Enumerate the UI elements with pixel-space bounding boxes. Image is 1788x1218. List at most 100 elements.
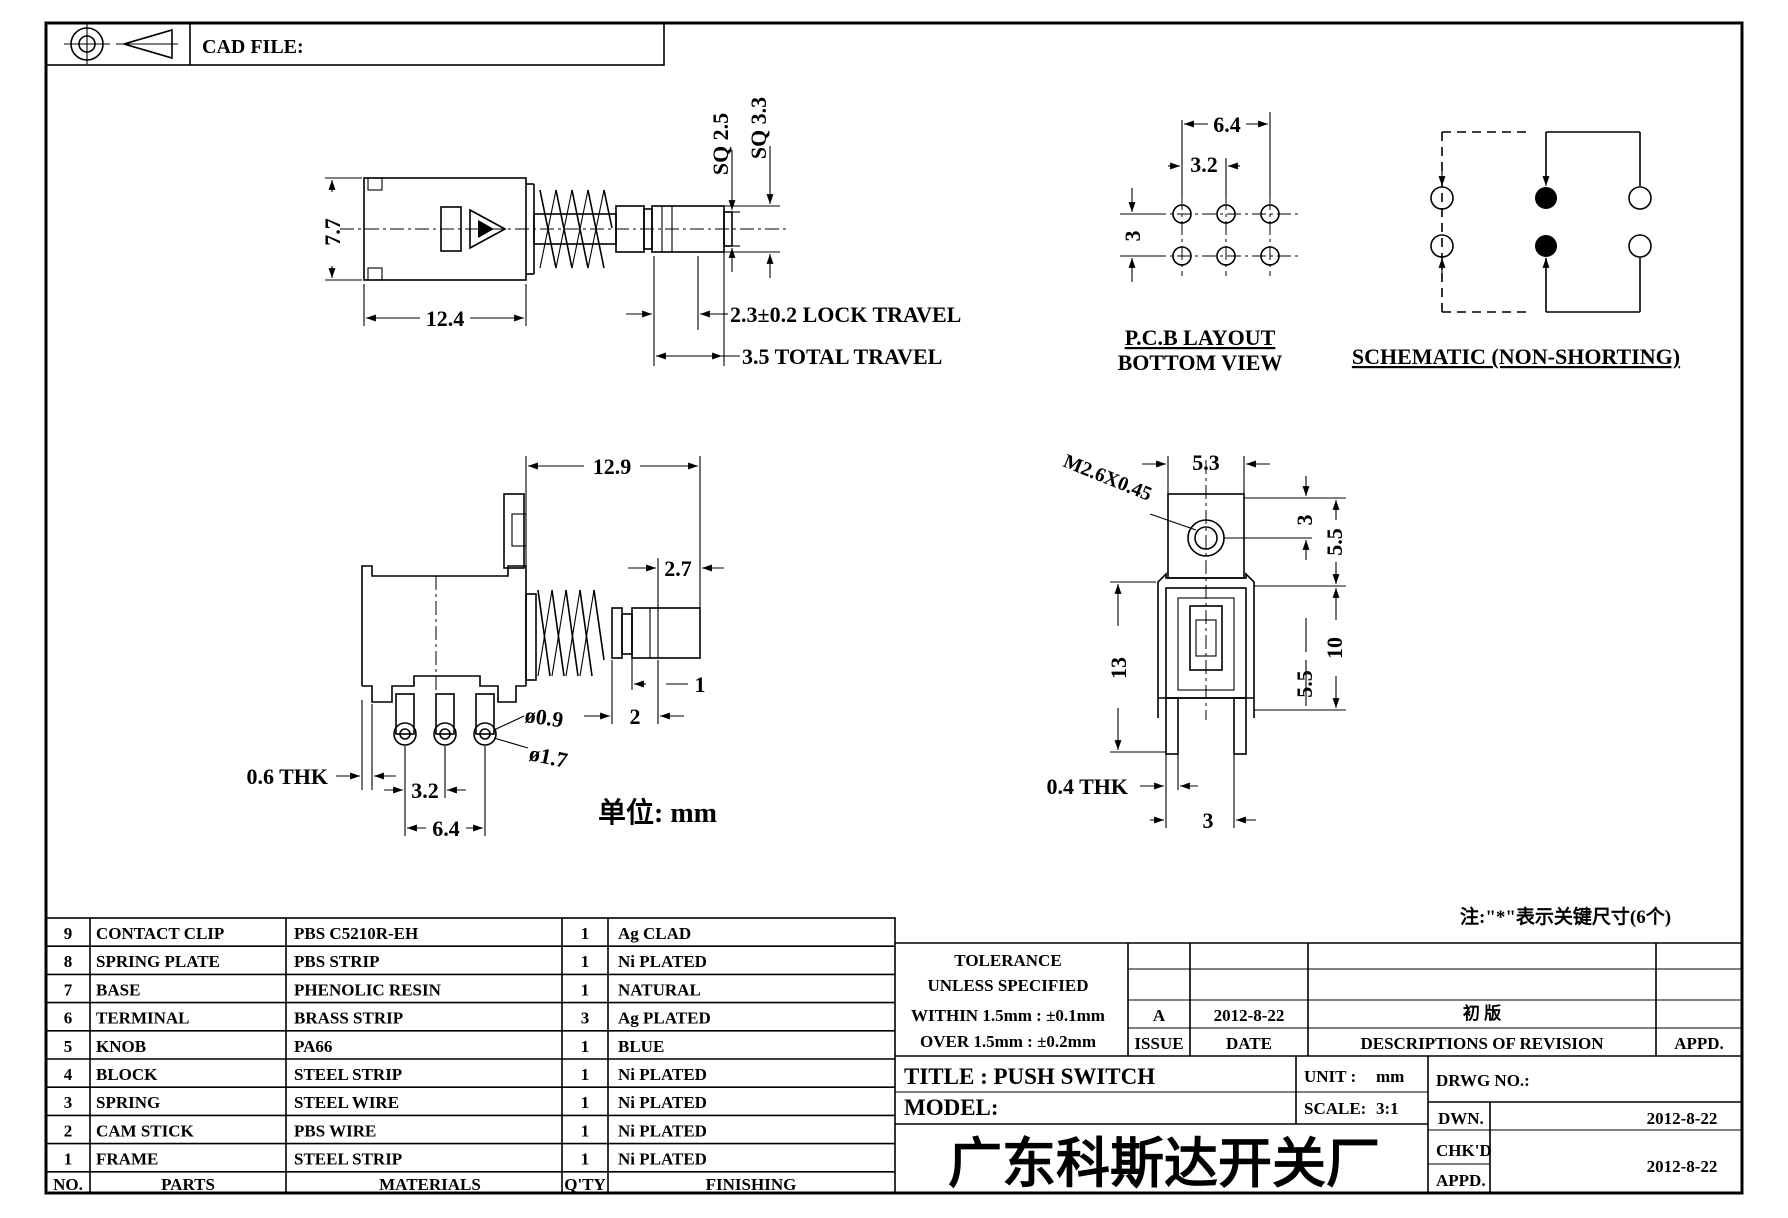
hole-dim-0-9: ø0.9 (523, 702, 565, 732)
cad-header: CAD FILE: (45, 22, 665, 66)
bom-header-materials: MATERIALS (379, 1175, 481, 1194)
cad-file-label: CAD FILE: (202, 36, 304, 58)
projection-symbol-icon (64, 24, 178, 64)
bom-cell-material: PA66 (294, 1037, 332, 1056)
bom-cell-finish: Ag CLAD (618, 924, 691, 943)
front-dim-3: 3 (1292, 515, 1317, 526)
bom-cell-no: 7 (64, 980, 73, 999)
approved-label: APPD. (1436, 1171, 1486, 1190)
dim-12-4: 12.4 (426, 306, 465, 331)
bom-cell-material: BRASS STRIP (294, 1009, 403, 1028)
front-dim-5-3: 5.3 (1192, 450, 1220, 475)
bom-cell-part: CAM STICK (96, 1121, 195, 1140)
issue-value: A (1153, 1006, 1166, 1025)
drawing-title: TITLE : PUSH SWITCH (904, 1064, 1155, 1089)
description-label: DESCRIPTIONS OF REVISION (1360, 1034, 1604, 1053)
bom-cell-finish: Ag PLATED (618, 1009, 711, 1028)
bom-header-no: NO. (53, 1175, 83, 1194)
bom-cell-material: STEEL STRIP (294, 1065, 402, 1084)
pcb-dim-3: 3 (1120, 231, 1145, 242)
bom-cell-part: CONTACT CLIP (96, 924, 224, 943)
front-dim-10: 10 (1322, 637, 1347, 659)
bom-cell-qty: 1 (581, 1065, 590, 1084)
drawn-date: 2012-8-22 (1647, 1109, 1718, 1128)
issue-label: ISSUE (1134, 1034, 1183, 1053)
lock-travel-dim: 2.3±0.2 LOCK TRAVEL (730, 302, 961, 327)
bom-cell-no: 8 (64, 952, 73, 971)
side-dim-3-2: 3.2 (411, 778, 439, 803)
model-label: MODEL: (904, 1095, 999, 1120)
bom-header-finishing: FINISHING (706, 1175, 797, 1194)
bom-cell-finish: Ni PLATED (618, 952, 707, 971)
bom-cell-material: STEEL WIRE (294, 1093, 399, 1112)
tolerance-over: OVER 1.5mm : ±0.2mm (920, 1032, 1096, 1051)
unit-note: 单位: mm (598, 796, 717, 829)
bom-cell-qty: 1 (581, 1093, 590, 1112)
title-block: TITLE : PUSH SWITCH MODEL: UNIT : mm SCA… (895, 1056, 1742, 1195)
scale-label: SCALE: (1304, 1099, 1366, 1118)
bom-cell-material: PBS WIRE (294, 1121, 376, 1140)
revision-block: TOLERANCE UNLESS SPECIFIED WITHIN 1.5mm … (895, 942, 1742, 1057)
front-view: 5.3 M2.6X0.45 3 5.5 10 5.5 13 0.4 THK (1046, 450, 1347, 833)
schematic-title: SCHEMATIC (NON-SHORTING) (1352, 344, 1680, 369)
bom-cell-part: SPRING PLATE (96, 952, 220, 971)
bom-header-qty: Q'TY (564, 1175, 606, 1194)
bom-cell-finish: Ni PLATED (618, 1121, 707, 1140)
bom-cell-part: SPRING (96, 1093, 160, 1112)
bom-cell-qty: 1 (581, 1121, 590, 1140)
screw-callout: M2.6X0.45 (1060, 450, 1155, 505)
pcb-dim-3-2: 3.2 (1190, 152, 1218, 177)
bom-cell-finish: Ni PLATED (618, 1093, 707, 1112)
date-label: DATE (1226, 1034, 1272, 1053)
drawn-label: DWN. (1438, 1109, 1484, 1128)
bom-cell-qty: 3 (581, 1009, 590, 1028)
dim-sq-2-5: SQ 2.5 (708, 113, 733, 175)
bom-cell-no: 6 (64, 1009, 73, 1028)
bom-cell-part: FRAME (96, 1150, 158, 1169)
bom-cell-qty: 1 (581, 952, 590, 971)
appd-label: APPD. (1674, 1034, 1724, 1053)
total-travel-dim: 3.5 TOTAL TRAVEL (742, 344, 942, 369)
tolerance-within: WITHIN 1.5mm : ±0.1mm (911, 1006, 1105, 1025)
bom-header-row: NO. PARTS MATERIALS Q'TY FINISHING (53, 1175, 796, 1194)
hole-dim-1-7: ø1.7 (527, 740, 570, 772)
date-value: 2012-8-22 (1214, 1006, 1285, 1025)
front-dim-3-b: 3 (1203, 808, 1214, 833)
bom-cell-no: 9 (64, 924, 73, 943)
front-dim-5-5-a: 5.5 (1322, 528, 1347, 556)
company-name: 广东科斯达开关厂 (948, 1132, 1380, 1195)
bom-cell-part: BLOCK (96, 1065, 158, 1084)
bom-cell-material: PHENOLIC RESIN (294, 980, 442, 999)
side-thk: 0.6 THK (246, 764, 328, 789)
tolerance-subtitle: UNLESS SPECIFIED (927, 976, 1088, 995)
top-view: 7.7 12.4 SQ 2.5 SQ 3.3 2.3±0.2 LOCK TRAV… (320, 97, 961, 369)
front-dim-5-5-b: 5.5 (1292, 670, 1317, 698)
side-view: 12.9 2.7 2 1 ø0.9 ø1.7 0.6 THK 3.2 (246, 454, 724, 841)
pcb-subtitle: BOTTOM VIEW (1118, 350, 1283, 375)
bom-cell-no: 4 (64, 1065, 73, 1084)
bom-cell-part: BASE (96, 980, 140, 999)
revision-description-value: 初 版 (1463, 1003, 1501, 1023)
side-dim-1: 1 (695, 672, 706, 697)
checked-label: CHK'D (1436, 1141, 1492, 1160)
bom-cell-material: STEEL STRIP (294, 1150, 402, 1169)
bom-cell-qty: 1 (581, 1037, 590, 1056)
bom-cell-finish: NATURAL (618, 980, 701, 999)
pcb-title: P.C.B LAYOUT (1125, 325, 1276, 350)
schematic: SCHEMATIC (NON-SHORTING) (1352, 131, 1680, 369)
side-dim-6-4: 6.4 (432, 816, 460, 841)
bom-cell-finish: Ni PLATED (618, 1065, 707, 1084)
drawing-number-label: DRWG NO.: (1436, 1071, 1530, 1090)
bom-cell-no: 5 (64, 1037, 73, 1056)
front-thk: 0.4 THK (1046, 774, 1128, 799)
bom-cell-no: 3 (64, 1093, 73, 1112)
dim-sq-3-3: SQ 3.3 (746, 97, 771, 159)
checked-date: 2012-8-22 (1647, 1157, 1718, 1176)
